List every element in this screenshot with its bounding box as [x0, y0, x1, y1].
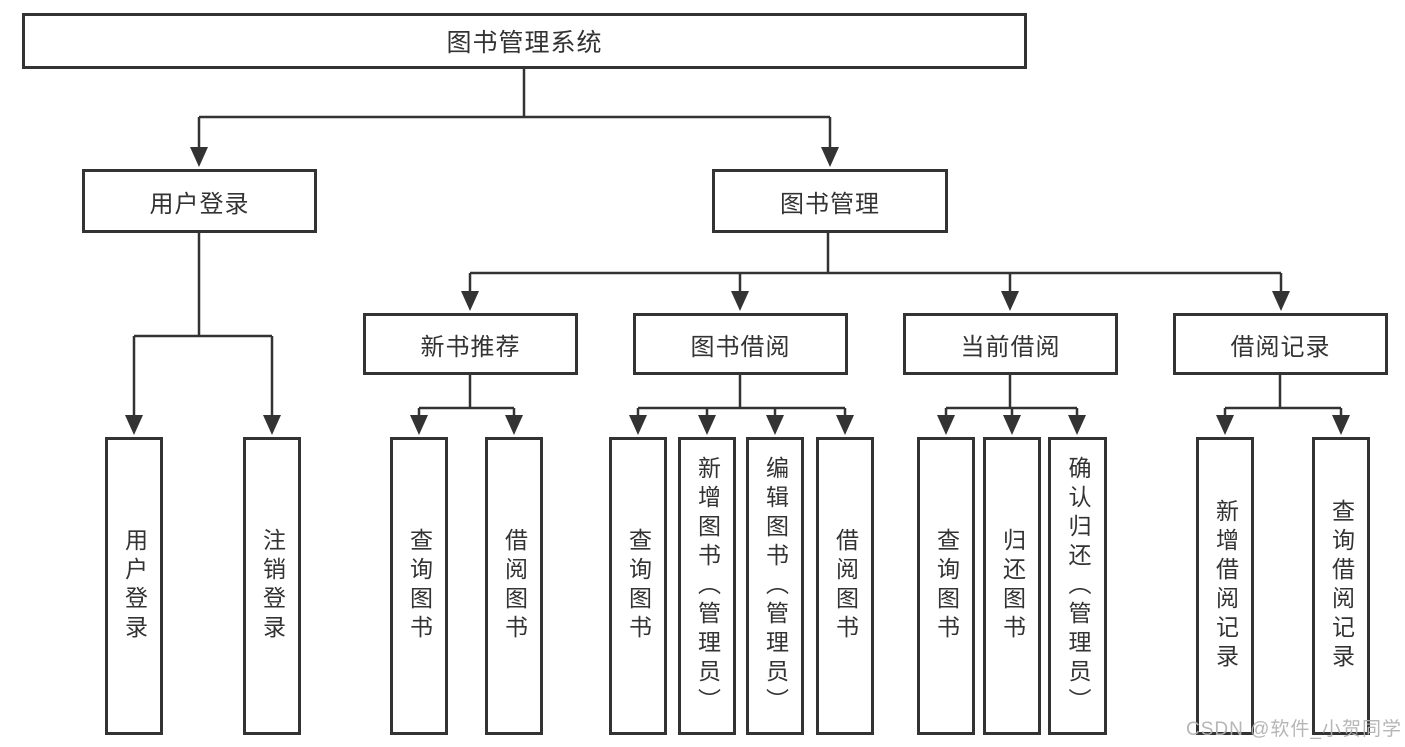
- node-label: 图书管理: [780, 190, 880, 218]
- branch-book-borrow: [636, 375, 847, 418]
- leaf-label: 注销登录: [259, 528, 286, 644]
- leaf-records-add-borrow-record: 新增借阅记录: [1196, 437, 1254, 735]
- arrowheads-user-login: [125, 415, 281, 435]
- leaf-label: 查询借阅记录: [1328, 499, 1355, 673]
- arrowheads-book-borrow: [629, 415, 854, 435]
- leaf-borrowing-add-books-admin: 新增图书（管理员）: [678, 437, 736, 735]
- branch-user-login: [132, 233, 274, 418]
- leaf-label: 查询图书: [625, 528, 652, 644]
- node-label: 图书借阅: [690, 333, 791, 361]
- node-label: 用户登录: [149, 190, 250, 218]
- arrowheads-level2: [190, 147, 839, 167]
- leaf-borrowing-query-books: 查询图书: [609, 437, 667, 735]
- node-book-management: 图书管理: [712, 169, 948, 233]
- branch-current-borrow: [944, 375, 1079, 418]
- node-label: 图书管理系统: [446, 29, 603, 57]
- arrowheads-new-books: [410, 415, 523, 435]
- node-label: 借阅记录: [1230, 333, 1331, 361]
- leaf-newbooks-borrow-books: 借阅图书: [485, 437, 543, 735]
- node-label: 当前借阅: [960, 333, 1061, 361]
- node-root-library-management-system: 图书管理系统: [22, 13, 1027, 69]
- leaf-label: 借阅图书: [501, 528, 528, 644]
- leaf-newbooks-query-books: 查询图书: [390, 437, 448, 735]
- leaf-current-confirm-return-admin: 确认归还（管理员）: [1048, 437, 1107, 735]
- leaf-label: 用户登录: [121, 528, 148, 644]
- leaf-label: 编辑图书（管理员）: [762, 455, 789, 717]
- node-borrowing-records: 借阅记录: [1173, 313, 1388, 375]
- leaf-logout: 注销登录: [243, 437, 301, 735]
- leaf-label: 新增借阅记录: [1212, 499, 1239, 673]
- branch-root-to-level2: [197, 69, 832, 150]
- leaf-borrowing-edit-books-admin: 编辑图书（管理员）: [746, 437, 804, 735]
- node-new-book-recommendation: 新书推荐: [363, 313, 578, 375]
- csdn-watermark: CSDN @软件_小贺同学: [1186, 719, 1402, 740]
- leaf-label: 确认归还（管理员）: [1065, 455, 1091, 717]
- node-user-login: 用户登录: [82, 169, 317, 233]
- leaf-label: 查询图书: [933, 528, 960, 644]
- leaf-label: 借阅图书: [832, 528, 859, 644]
- leaf-current-return-books: 归还图书: [983, 437, 1041, 735]
- node-book-borrowing: 图书借阅: [633, 313, 848, 375]
- arrowheads-level3: [461, 291, 1290, 311]
- node-label: 新书推荐: [420, 333, 521, 361]
- leaf-label: 归还图书: [999, 528, 1026, 644]
- leaf-label: 查询图书: [406, 528, 433, 644]
- leaf-records-query-borrow-record: 查询借阅记录: [1312, 437, 1370, 735]
- branch-borrow-records: [1223, 375, 1343, 418]
- arrowheads-borrow-records: [1216, 415, 1350, 435]
- branch-new-books: [417, 375, 516, 418]
- leaf-label: 新增图书（管理员）: [694, 455, 721, 717]
- arrowheads-current-borrow: [937, 415, 1086, 435]
- leaf-user-login: 用户登录: [105, 437, 163, 735]
- branch-book-mgmt: [468, 233, 1283, 294]
- node-current-borrowing: 当前借阅: [903, 313, 1118, 375]
- leaf-current-query-books: 查询图书: [917, 437, 975, 735]
- leaf-borrowing-borrow-books: 借阅图书: [816, 437, 874, 735]
